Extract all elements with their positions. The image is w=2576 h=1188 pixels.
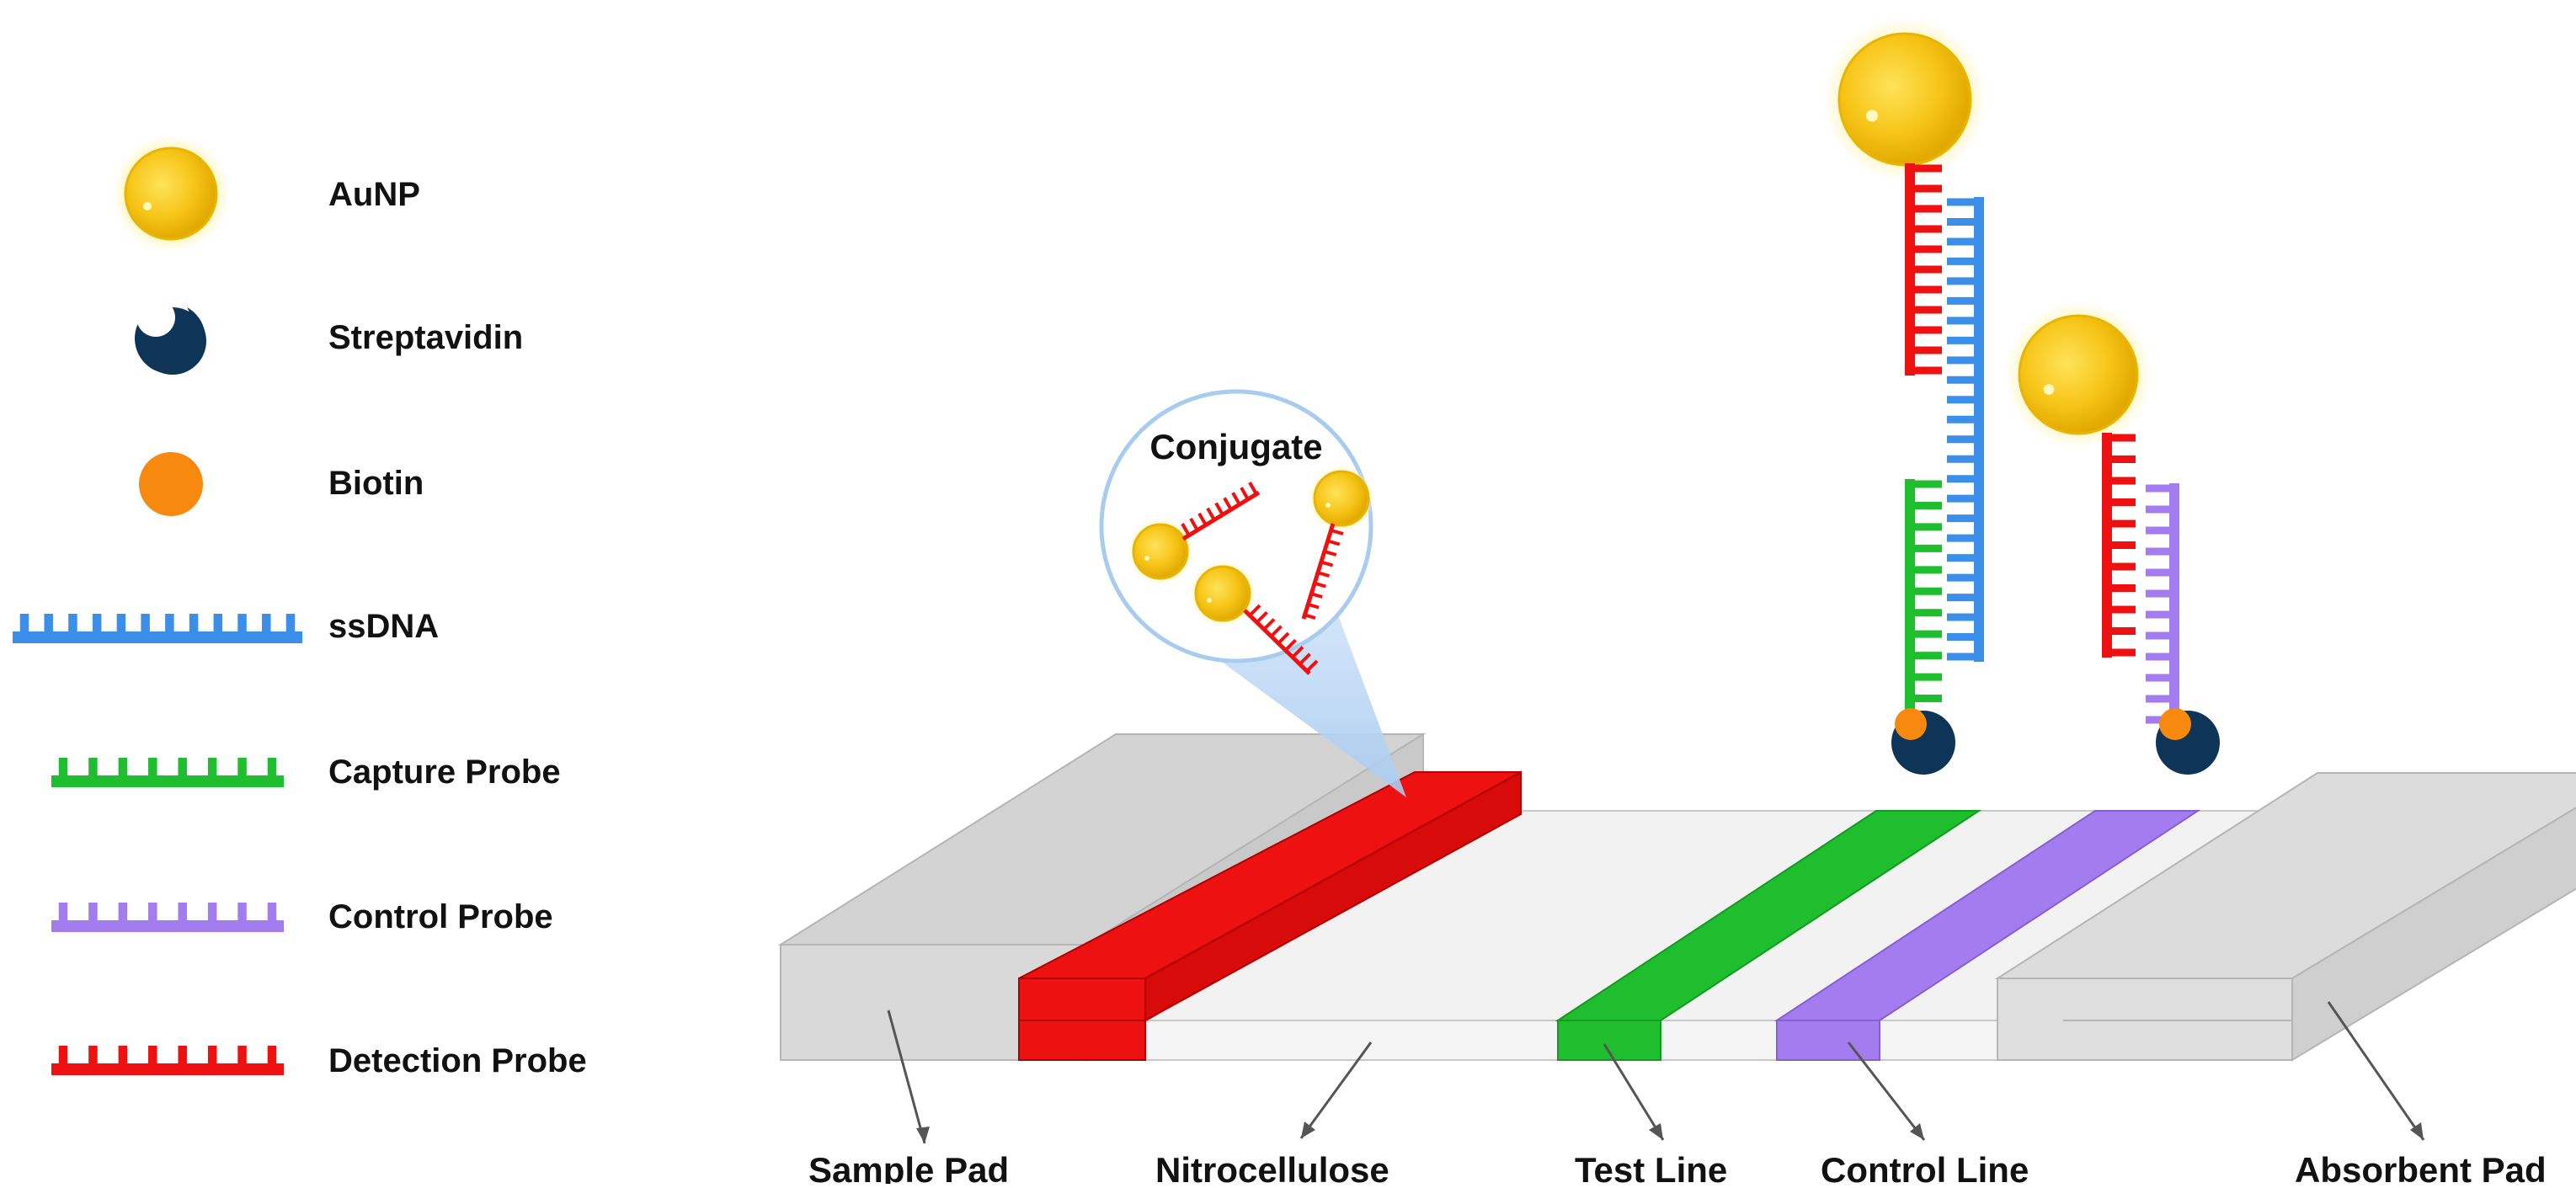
control-line-arrowhead <box>1910 1123 1924 1140</box>
sample-pad-arrowhead <box>916 1127 930 1143</box>
test-line-complex <box>1822 17 1987 775</box>
test-line-pointer <box>1603 1043 1665 1141</box>
test-complex-aunp <box>1822 17 1987 182</box>
control-complex-streptavidin-biotin <box>2156 708 2220 775</box>
absorbent-pad <box>1994 772 2576 1062</box>
legend-control-probe-icon <box>51 903 284 932</box>
label-sample-pad: Sample Pad <box>808 1150 1009 1184</box>
part-labels: Sample Pad Nitrocellulose Test Line Cont… <box>808 1001 2547 1188</box>
nitrocellulose-front <box>1018 1020 2072 1061</box>
test-complex-capture-probe <box>1905 479 1942 725</box>
legend: AuNP Streptavidin Biotin ssDNA Capture P… <box>13 135 587 1079</box>
bubble-detection-probe-1 <box>1181 482 1261 541</box>
absorbent-pad-pointer <box>2327 1001 2425 1141</box>
nitrocellulose-arrowhead <box>1301 1121 1315 1138</box>
control-line-pointer <box>1847 1041 1926 1141</box>
bubble-detection-probe-2 <box>1301 523 1344 620</box>
control-complex-detection-probe <box>2102 433 2136 658</box>
legend-capture-probe-icon <box>51 758 284 787</box>
test-line-arrowhead <box>1649 1123 1663 1140</box>
legend-biotin-icon <box>139 452 203 516</box>
lateral-flow-strip <box>777 733 2576 1062</box>
conjugate-bubble <box>1099 389 1373 663</box>
legend-aunp-icon <box>112 135 230 253</box>
conjugate-callout: Conjugate <box>1099 389 1406 797</box>
legend-label-detection-probe: Detection Probe <box>328 1042 587 1079</box>
control-complex-aunp <box>2004 301 2152 449</box>
test-complex-ssdna <box>1947 197 1984 662</box>
test-line-band <box>1555 810 1982 1061</box>
legend-label-streptavidin: Streptavidin <box>328 319 523 356</box>
test-complex-streptavidin-biotin <box>1891 708 1955 775</box>
nitrocellulose-pointer <box>1299 1041 1373 1139</box>
test-complex-detection-probe <box>1905 163 1942 376</box>
bubble-conjugates <box>1127 465 1375 675</box>
bubble-aunp-1 <box>1127 518 1194 585</box>
sample-pad-pointer <box>887 1010 926 1144</box>
bubble-title: Conjugate <box>1149 427 1322 466</box>
label-test-line: Test Line <box>1575 1150 1727 1184</box>
label-absorbent-pad: Absorbent Pad <box>2295 1150 2547 1184</box>
absorbent-pad-arrowhead <box>2410 1122 2424 1140</box>
legend-streptavidin-icon <box>134 298 206 375</box>
label-control-line: Control Line <box>1821 1150 2029 1184</box>
control-line-complex <box>2004 301 2220 775</box>
control-line-band <box>1773 810 2201 1061</box>
legend-label-ssdna: ssDNA <box>328 608 439 645</box>
legend-ssdna-icon <box>13 614 302 643</box>
legend-label-capture-probe: Capture Probe <box>328 754 561 791</box>
legend-label-aunp: AuNP <box>328 176 420 213</box>
control-complex-control-probe <box>2146 483 2179 725</box>
legend-label-biotin: Biotin <box>328 465 424 502</box>
conjugate-pad <box>1018 770 1522 1061</box>
legend-detection-probe-icon <box>51 1046 284 1075</box>
bubble-aunp-2 <box>1308 465 1375 532</box>
bubble-aunp-3 <box>1189 560 1256 627</box>
bubble-detection-probe-3 <box>1243 604 1319 675</box>
label-nitrocellulose: Nitrocellulose <box>1155 1150 1389 1184</box>
legend-label-control-probe: Control Probe <box>328 898 553 935</box>
